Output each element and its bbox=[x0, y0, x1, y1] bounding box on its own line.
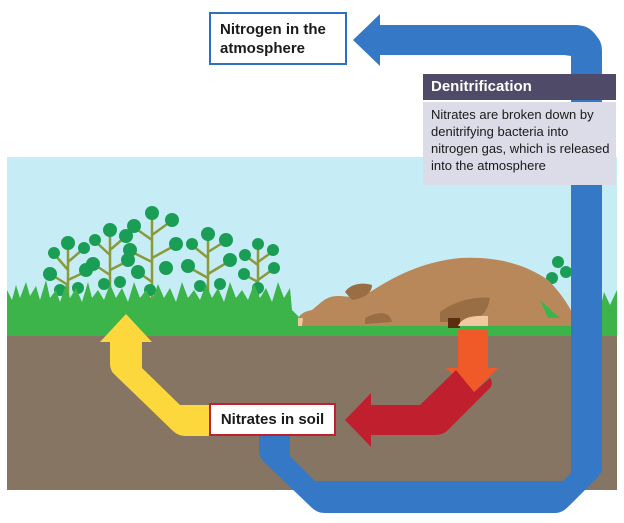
grass bbox=[7, 280, 617, 336]
plant bbox=[51, 215, 273, 300]
grass-strip bbox=[7, 326, 617, 336]
animal bbox=[297, 257, 574, 328]
denitrification-arrow bbox=[259, 14, 602, 513]
soil-nitrates-label: Nitrates in soil bbox=[209, 403, 336, 436]
atmosphere-label: Nitrogen in the atmosphere bbox=[209, 12, 347, 65]
denitrification-title: Denitrification bbox=[423, 74, 616, 100]
nitrification-arrow bbox=[345, 370, 492, 447]
denitrification-description: Nitrates are broken down by denitrifying… bbox=[423, 102, 616, 185]
uptake-arrow bbox=[100, 314, 210, 436]
